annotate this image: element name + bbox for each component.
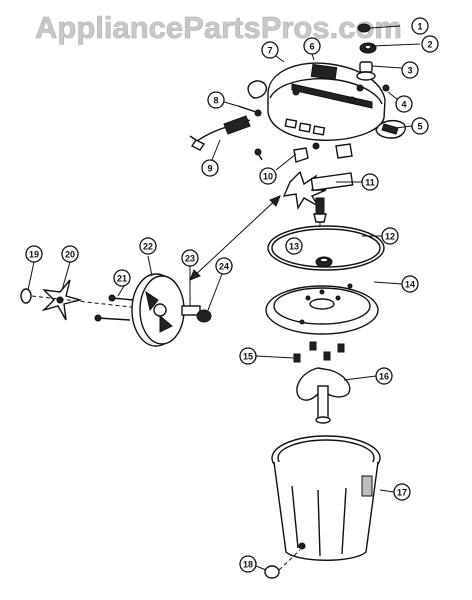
part-14-plate <box>265 283 379 335</box>
part-22-attachment-hub <box>131 273 185 347</box>
part-18-plug <box>264 549 301 579</box>
part-11-motor <box>282 170 354 232</box>
watermark-text: AppliancePartsPros.com <box>35 10 402 45</box>
part-13-bearing <box>315 256 333 268</box>
part-10-screws <box>254 142 353 163</box>
svg-text:16: 16 <box>379 372 389 382</box>
motor-housing-cover <box>267 62 386 141</box>
part-8-screw <box>237 105 262 117</box>
part-1-screw <box>357 23 401 33</box>
callout-3: 3 <box>401 61 419 79</box>
svg-text:8: 8 <box>213 96 218 106</box>
svg-text:19: 19 <box>29 250 39 260</box>
callout-8: 8 <box>207 91 225 109</box>
callout-2: 2 <box>421 35 439 53</box>
part-19-ring <box>20 288 32 304</box>
svg-text:9: 9 <box>207 164 212 174</box>
svg-text:17: 17 <box>397 488 407 498</box>
callout-18: 18 <box>239 555 257 573</box>
callout-10: 10 <box>259 167 277 185</box>
svg-text:15: 15 <box>243 352 253 362</box>
callout-9: 9 <box>201 159 219 177</box>
svg-text:10: 10 <box>263 172 273 182</box>
callout-14: 14 <box>401 275 419 293</box>
part-15-screws <box>293 341 345 363</box>
svg-text:21: 21 <box>117 274 127 284</box>
part-4-screw <box>382 84 390 92</box>
svg-text:14: 14 <box>405 280 415 290</box>
callout-23: 23 <box>181 249 199 267</box>
callout-15: 15 <box>239 347 257 365</box>
svg-text:22: 22 <box>143 242 153 252</box>
part-7-grommet <box>247 80 268 99</box>
svg-text:1: 1 <box>417 22 422 32</box>
part-21-screws <box>94 294 135 322</box>
part-5-switch <box>375 119 406 139</box>
part-16-agitator <box>296 367 351 424</box>
svg-text:11: 11 <box>365 178 375 188</box>
svg-text:18: 18 <box>243 560 253 570</box>
callout-16: 16 <box>375 367 393 385</box>
callout-21: 21 <box>113 269 131 287</box>
part-20-blade <box>41 279 83 321</box>
part-24-coupling <box>196 309 212 323</box>
callout-12: 12 <box>381 227 399 245</box>
callout-17: 17 <box>393 483 411 501</box>
callout-20: 20 <box>61 245 79 263</box>
callout-13: 13 <box>285 237 303 255</box>
callout-24: 24 <box>215 257 233 275</box>
svg-text:3: 3 <box>407 66 412 76</box>
svg-text:24: 24 <box>219 262 229 272</box>
callout-7: 7 <box>261 41 279 59</box>
part-17-bucket <box>271 435 381 561</box>
callout-4: 4 <box>395 95 413 113</box>
part-3-knob <box>356 61 376 81</box>
svg-text:5: 5 <box>417 122 422 132</box>
callout-22: 22 <box>139 237 157 255</box>
svg-text:6: 6 <box>309 42 314 52</box>
callout-19: 19 <box>25 245 43 263</box>
part-9-power-cord <box>189 115 251 151</box>
svg-text:20: 20 <box>65 250 75 260</box>
svg-text:2: 2 <box>427 40 432 50</box>
callout-5: 5 <box>411 117 429 135</box>
callout-1: 1 <box>411 17 429 35</box>
svg-text:7: 7 <box>267 46 272 56</box>
part-12-gasket <box>267 225 385 271</box>
svg-text:13: 13 <box>289 242 299 252</box>
svg-text:4: 4 <box>401 100 406 110</box>
part-2-nut <box>359 42 377 54</box>
callout-11: 11 <box>361 173 379 191</box>
assembly-arrow <box>189 195 281 281</box>
callout-6: 6 <box>303 37 321 55</box>
svg-text:12: 12 <box>385 232 395 242</box>
svg-text:23: 23 <box>185 254 195 264</box>
